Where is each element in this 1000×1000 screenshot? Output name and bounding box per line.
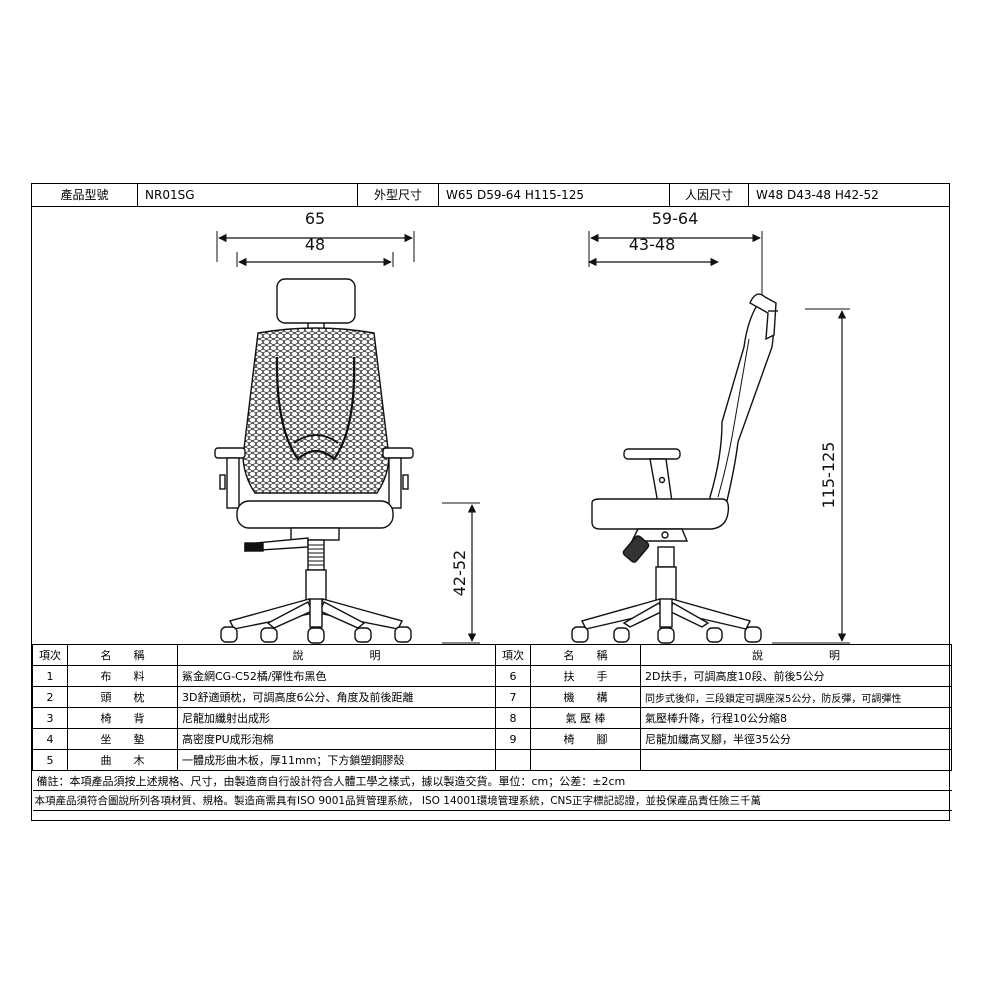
table-row: 3 椅 背 尼龍加纖射出成形 8 氣 壓 棒 氣壓棒升降，行程10公分縮8 <box>32 707 952 729</box>
dim-side-outer-depth: 59-64 <box>652 209 699 228</box>
dim-front-seat-width: 48 <box>305 235 325 254</box>
empty-cell <box>530 749 641 771</box>
col-header-desc-right: 說 明 <box>640 644 952 666</box>
row-desc: 尼龍加纖高叉腳，半徑35公分 <box>640 728 952 750</box>
row-name: 椅 腳 <box>530 728 641 750</box>
chair-drawing-area: 65 48 59-64 43-48 42-52 115-125 <box>32 207 951 644</box>
ergo-value: W48 D43-48 H42-52 <box>756 188 879 202</box>
row-no: 8 <box>495 707 531 729</box>
side-view-chair <box>571 231 850 644</box>
spec-table-area: 項次 名 稱 說 明 項次 名 稱 說 明 1 布 料 鯊金網CG-C52橘/彈… <box>32 644 952 822</box>
row-name: 氣 壓 棒 <box>530 707 641 729</box>
col-header-no-right: 項次 <box>495 644 531 666</box>
row-desc: 2D扶手，可調高度10段、前後5公分 <box>640 665 952 687</box>
col-header-desc-left: 說 明 <box>177 644 496 666</box>
model-value: NR01SG <box>138 184 358 206</box>
row-name: 椅 背 <box>67 707 178 729</box>
dim-total-height: 115-125 <box>819 442 838 509</box>
row-desc: 3D舒適頭枕，可調高度6公分、角度及前後距離 <box>177 686 496 708</box>
row-no: 5 <box>32 749 68 771</box>
empty-cell <box>640 749 952 771</box>
row-name: 機 構 <box>530 686 641 708</box>
table-row: 4 坐 墊 高密度PU成形泡棉 9 椅 腳 尼龍加纖高叉腳，半徑35公分 <box>32 728 952 750</box>
col-header-name-right: 名 稱 <box>530 644 641 666</box>
dim-seat-height: 42-52 <box>450 550 469 597</box>
row-name: 頭 枕 <box>67 686 178 708</box>
table-row: 5 曲 木 一體成形曲木板，厚11mm；下方鎖塑鋼膠殼 <box>32 749 952 771</box>
note-line-2: 本項產品須符合圖說所列各項材質、規格。製造商需具有ISO 9001品質管理系統，… <box>32 790 952 811</box>
row-desc: 一體成形曲木板，厚11mm；下方鎖塑鋼膠殼 <box>177 749 496 771</box>
empty-cell <box>495 749 531 771</box>
note-row: 本項產品須符合圖說所列各項材質、規格。製造商需具有ISO 9001品質管理系統，… <box>32 790 952 811</box>
spec-table-header: 項次 名 稱 說 明 項次 名 稱 說 明 <box>32 644 952 666</box>
row-no: 3 <box>32 707 68 729</box>
dim-front-outer-width: 65 <box>305 209 325 228</box>
table-row: 1 布 料 鯊金網CG-C52橘/彈性布黑色 6 扶 手 2D扶手，可調高度10… <box>32 665 952 687</box>
table-row: 2 頭 枕 3D舒適頭枕，可調高度6公分、角度及前後距離 7 機 構 同步式後仰… <box>32 686 952 708</box>
dim-side-seat-depth: 43-48 <box>629 235 676 254</box>
row-desc: 尼龍加纖射出成形 <box>177 707 496 729</box>
row-no: 9 <box>495 728 531 750</box>
note-row: 備註：本項產品須按上述規格、尺寸，由製造商自行設計符合人體工學之樣式，據以製造交… <box>32 770 952 791</box>
size-value: W65 D59-64 H115-125 <box>439 184 670 206</box>
row-no: 4 <box>32 728 68 750</box>
row-name: 扶 手 <box>530 665 641 687</box>
row-desc: 同步式後仰，三段鎖定可調座深5公分，防反彈，可調彈性 <box>640 686 952 708</box>
ergo-label: 人因尺寸 <box>670 184 749 206</box>
row-name: 布 料 <box>67 665 178 687</box>
col-header-no-left: 項次 <box>32 644 68 666</box>
col-header-name-left: 名 稱 <box>67 644 178 666</box>
row-desc: 鯊金網CG-C52橘/彈性布黑色 <box>177 665 496 687</box>
spec-header-row: 產品型號 NR01SG 外型尺寸 W65 D59-64 H115-125 人因尺… <box>32 184 949 207</box>
front-view-chair <box>214 231 480 644</box>
size-label: 外型尺寸 <box>358 184 439 206</box>
row-name: 曲 木 <box>67 749 178 771</box>
model-label: 產品型號 <box>32 184 138 206</box>
spec-table: 項次 名 稱 說 明 項次 名 稱 說 明 1 布 料 鯊金網CG-C52橘/彈… <box>32 644 952 811</box>
row-desc: 氣壓棒升降，行程10公分縮8 <box>640 707 952 729</box>
row-no: 7 <box>495 686 531 708</box>
row-no: 6 <box>495 665 531 687</box>
row-name: 坐 墊 <box>67 728 178 750</box>
note-line-1: 備註：本項產品須按上述規格、尺寸，由製造商自行設計符合人體工學之樣式，據以製造交… <box>32 770 952 791</box>
spec-sheet: 產品型號 NR01SG 外型尺寸 W65 D59-64 H115-125 人因尺… <box>31 183 952 822</box>
row-no: 2 <box>32 686 68 708</box>
row-no: 1 <box>32 665 68 687</box>
row-desc: 高密度PU成形泡棉 <box>177 728 496 750</box>
